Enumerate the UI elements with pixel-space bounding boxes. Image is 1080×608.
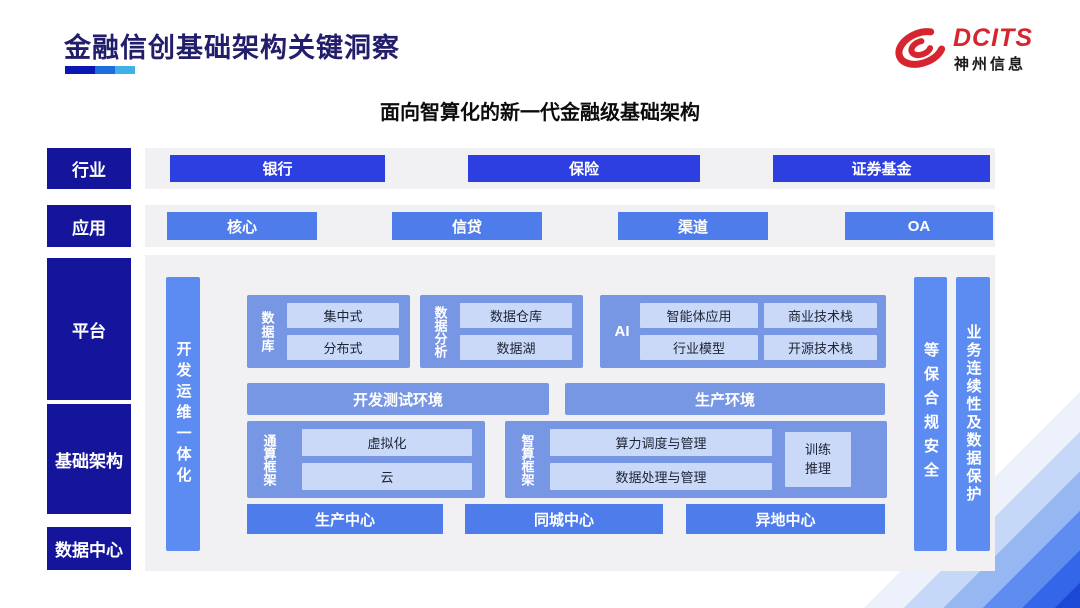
industry-item-securities-funds: 证券基金 xyxy=(773,155,990,182)
layer-label-industry: 行业 xyxy=(47,148,131,189)
logo-company-text: 神州信息 xyxy=(954,56,1027,73)
application-item-channel: 渠道 xyxy=(618,212,768,240)
diagram-subtitle: 面向智算化的新一代金融级基础架构 xyxy=(380,102,700,124)
general-compute-item-virtualization: 虚拟化 xyxy=(302,429,472,456)
ai-section: AI 智能体应用 商业技术栈 行业模型 开源技术栈 xyxy=(600,295,886,368)
smart-compute-item-data-processing: 数据处理与管理 xyxy=(550,463,772,490)
database-section: 数据库 集中式 分布式 xyxy=(247,295,410,368)
ai-item-industry-models: 行业模型 xyxy=(640,335,758,360)
ai-section-label: AI xyxy=(614,323,630,340)
data-analysis-section-label: 数据分析 xyxy=(432,305,448,358)
layer-label-infrastructure: 基础架构 xyxy=(47,404,131,514)
training-inference-text: 训练推理 xyxy=(805,441,832,476)
general-compute-framework-section: 通算框架 虚拟化 云 xyxy=(247,421,485,498)
title-underline-light xyxy=(115,66,135,74)
database-item-distributed: 分布式 xyxy=(287,335,399,360)
logo-brand-text: DCITS xyxy=(953,24,1033,52)
data-analysis-section: 数据分析 数据仓库 数据湖 xyxy=(420,295,583,368)
devops-pipeline-bar: 开发运维一体化 xyxy=(166,277,200,551)
data-analysis-item-lake: 数据湖 xyxy=(460,335,572,360)
application-item-credit: 信贷 xyxy=(392,212,542,240)
ai-item-commercial-stack: 商业技术栈 xyxy=(764,303,877,328)
smart-compute-framework-label: 智算框架 xyxy=(519,433,535,486)
application-item-oa: OA xyxy=(845,212,993,240)
title-underline-mid xyxy=(95,66,115,74)
database-section-label: 数据库 xyxy=(259,310,275,353)
database-item-centralized: 集中式 xyxy=(287,303,399,328)
smart-compute-item-scheduling: 算力调度与管理 xyxy=(550,429,772,456)
layer-label-application: 应用 xyxy=(47,205,131,247)
center-item-remote: 异地中心 xyxy=(686,504,885,534)
application-item-core: 核心 xyxy=(167,212,317,240)
smart-compute-item-training-inference: 训练推理 xyxy=(785,432,851,487)
env-bar-production: 生产环境 xyxy=(565,383,885,415)
general-compute-item-cloud: 云 xyxy=(302,463,472,490)
industry-item-insurance: 保险 xyxy=(468,155,700,182)
ai-item-open-source-stack: 开源技术栈 xyxy=(764,335,877,360)
industry-item-bank: 银行 xyxy=(170,155,385,182)
security-compliance-bar: 等保合规安全 xyxy=(914,277,947,551)
ai-item-agent-apps: 智能体应用 xyxy=(640,303,758,328)
env-bar-dev-test: 开发测试环境 xyxy=(247,383,549,415)
data-analysis-item-warehouse: 数据仓库 xyxy=(460,303,572,328)
page-title: 金融信创基础架构关键洞察 xyxy=(64,33,400,63)
business-continuity-bar: 业务连续性及数据保护 xyxy=(956,277,990,551)
center-item-same-city: 同城中心 xyxy=(465,504,663,534)
center-item-production: 生产中心 xyxy=(247,504,443,534)
smart-compute-framework-section: 智算框架 算力调度与管理 数据处理与管理 训练推理 xyxy=(505,421,887,498)
title-underline-dark xyxy=(65,66,95,74)
layer-label-platform: 平台 xyxy=(47,258,131,400)
dcits-logo-swirl-icon xyxy=(892,22,950,74)
general-compute-framework-label: 通算框架 xyxy=(261,433,277,486)
layer-label-datacenter: 数据中心 xyxy=(47,527,131,570)
